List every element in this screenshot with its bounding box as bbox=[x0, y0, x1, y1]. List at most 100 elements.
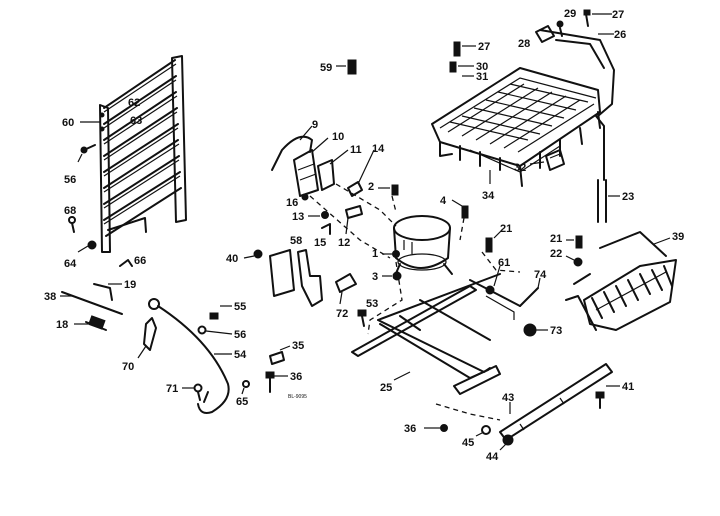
callout-23: 23 bbox=[622, 191, 634, 203]
washer-part-45 bbox=[481, 425, 491, 435]
bracket-part-35 bbox=[269, 351, 285, 365]
screw-part-27-top bbox=[583, 9, 591, 27]
screw-part-29 bbox=[556, 20, 564, 37]
grommet-part-64 bbox=[77, 240, 97, 253]
callout-58: 58 bbox=[290, 235, 302, 247]
callout-44: 44 bbox=[486, 451, 499, 463]
callout-70: 70 bbox=[122, 361, 134, 373]
clip-part-71 bbox=[193, 383, 203, 401]
callout-43: 43 bbox=[502, 392, 514, 404]
cover-part-11 bbox=[317, 159, 335, 191]
callout-32: 32 bbox=[514, 162, 526, 174]
callout-38: 38 bbox=[44, 291, 56, 303]
callout-53: 53 bbox=[366, 298, 378, 310]
callout-19: 19 bbox=[124, 279, 136, 291]
plate-part-12 bbox=[345, 205, 363, 219]
callout-30: 30 bbox=[476, 61, 488, 73]
callout-21-center: 21 bbox=[500, 223, 512, 235]
callout-61: 61 bbox=[498, 257, 510, 269]
callout-3: 3 bbox=[372, 271, 378, 283]
callout-71: 71 bbox=[166, 383, 178, 395]
wire-part-9 bbox=[271, 135, 313, 171]
screw-part-53 bbox=[357, 309, 367, 327]
drawing-number: BL-9095 bbox=[288, 394, 307, 400]
callout-10: 10 bbox=[332, 131, 344, 143]
tube-part-74 bbox=[519, 287, 539, 307]
callout-27-mid: 27 bbox=[478, 41, 490, 53]
compressor bbox=[393, 215, 453, 279]
clip-part-66 bbox=[119, 259, 133, 267]
callout-21-right: 21 bbox=[550, 233, 562, 245]
housing-part-58 bbox=[297, 249, 323, 307]
callout-62: 62 bbox=[128, 97, 140, 109]
screw-part-56-left bbox=[80, 144, 96, 154]
screw-part-30 bbox=[449, 61, 457, 73]
callout-59: 59 bbox=[320, 62, 332, 74]
callout-56-left: 56 bbox=[64, 174, 76, 186]
callout-34: 34 bbox=[482, 190, 495, 202]
callout-36-left: 36 bbox=[290, 371, 302, 383]
screw-part-27-mid bbox=[453, 41, 461, 57]
screw-part-21-right bbox=[575, 235, 583, 249]
callout-35: 35 bbox=[292, 340, 304, 352]
screw-part-21-center bbox=[485, 237, 493, 253]
grommet-part-44 bbox=[502, 434, 514, 446]
grommet-part-15 bbox=[321, 223, 331, 235]
callout-41: 41 bbox=[622, 381, 634, 393]
callout-63: 63 bbox=[130, 115, 142, 127]
callout-31: 31 bbox=[476, 71, 488, 83]
callout-68: 68 bbox=[64, 205, 76, 217]
callout-18: 18 bbox=[56, 319, 68, 331]
callout-16: 16 bbox=[286, 197, 298, 209]
callout-36-bottom: 36 bbox=[404, 423, 416, 435]
screw-part-2 bbox=[391, 184, 399, 196]
screw-part-16 bbox=[301, 193, 309, 201]
callout-54: 54 bbox=[234, 349, 247, 361]
callout-66: 66 bbox=[134, 255, 146, 267]
callout-73: 73 bbox=[550, 325, 562, 337]
fitting-part-28 bbox=[535, 25, 555, 43]
screw-part-59 bbox=[347, 59, 357, 75]
callout-2: 2 bbox=[368, 181, 374, 193]
screw-part-4 bbox=[461, 205, 469, 219]
callout-15: 15 bbox=[314, 237, 326, 249]
callout-39: 39 bbox=[672, 231, 684, 243]
bumper-part-73 bbox=[523, 323, 537, 337]
grommet-part-3 bbox=[392, 271, 402, 281]
drain-hose-part-54 bbox=[148, 298, 230, 414]
clamp-part-32 bbox=[545, 149, 565, 171]
tube-assembly-part-26 bbox=[539, 29, 615, 117]
callout-25: 25 bbox=[380, 382, 392, 394]
callout-65: 65 bbox=[236, 396, 248, 408]
callout-12: 12 bbox=[338, 237, 350, 249]
valve-part-18 bbox=[85, 315, 107, 331]
callout-60: 60 bbox=[62, 117, 74, 129]
fan-shaft-part-43 bbox=[499, 363, 613, 441]
callout-9: 9 bbox=[312, 119, 318, 131]
screw-part-56-mid bbox=[197, 325, 207, 335]
condenser-coil-part-39 bbox=[565, 231, 677, 331]
callouts: 27 29 27 26 28 30 31 59 60 62 63 56 9 10… bbox=[44, 8, 684, 463]
callout-26: 26 bbox=[614, 29, 626, 41]
callout-64: 64 bbox=[64, 258, 77, 270]
screw-part-36-left bbox=[265, 371, 275, 393]
nut-part-22 bbox=[573, 257, 583, 267]
evaporator-part-31 bbox=[431, 67, 601, 187]
clip-part-14 bbox=[347, 181, 363, 197]
callout-72: 72 bbox=[336, 308, 348, 320]
callout-22: 22 bbox=[550, 248, 562, 260]
callout-55: 55 bbox=[234, 301, 246, 313]
callout-56-mid: 56 bbox=[234, 329, 246, 341]
screw-part-68 bbox=[68, 216, 76, 233]
callout-14: 14 bbox=[372, 143, 385, 155]
callout-28: 28 bbox=[518, 38, 530, 50]
bracket-part-72 bbox=[335, 273, 357, 293]
drain-trap-part-70 bbox=[143, 317, 157, 351]
base-plate-part-25 bbox=[351, 273, 521, 395]
callout-27-top: 27 bbox=[612, 9, 624, 21]
callout-11: 11 bbox=[350, 144, 362, 156]
screw-part-41 bbox=[595, 391, 605, 409]
grommet-part-1 bbox=[392, 250, 400, 258]
callout-45: 45 bbox=[462, 437, 474, 449]
